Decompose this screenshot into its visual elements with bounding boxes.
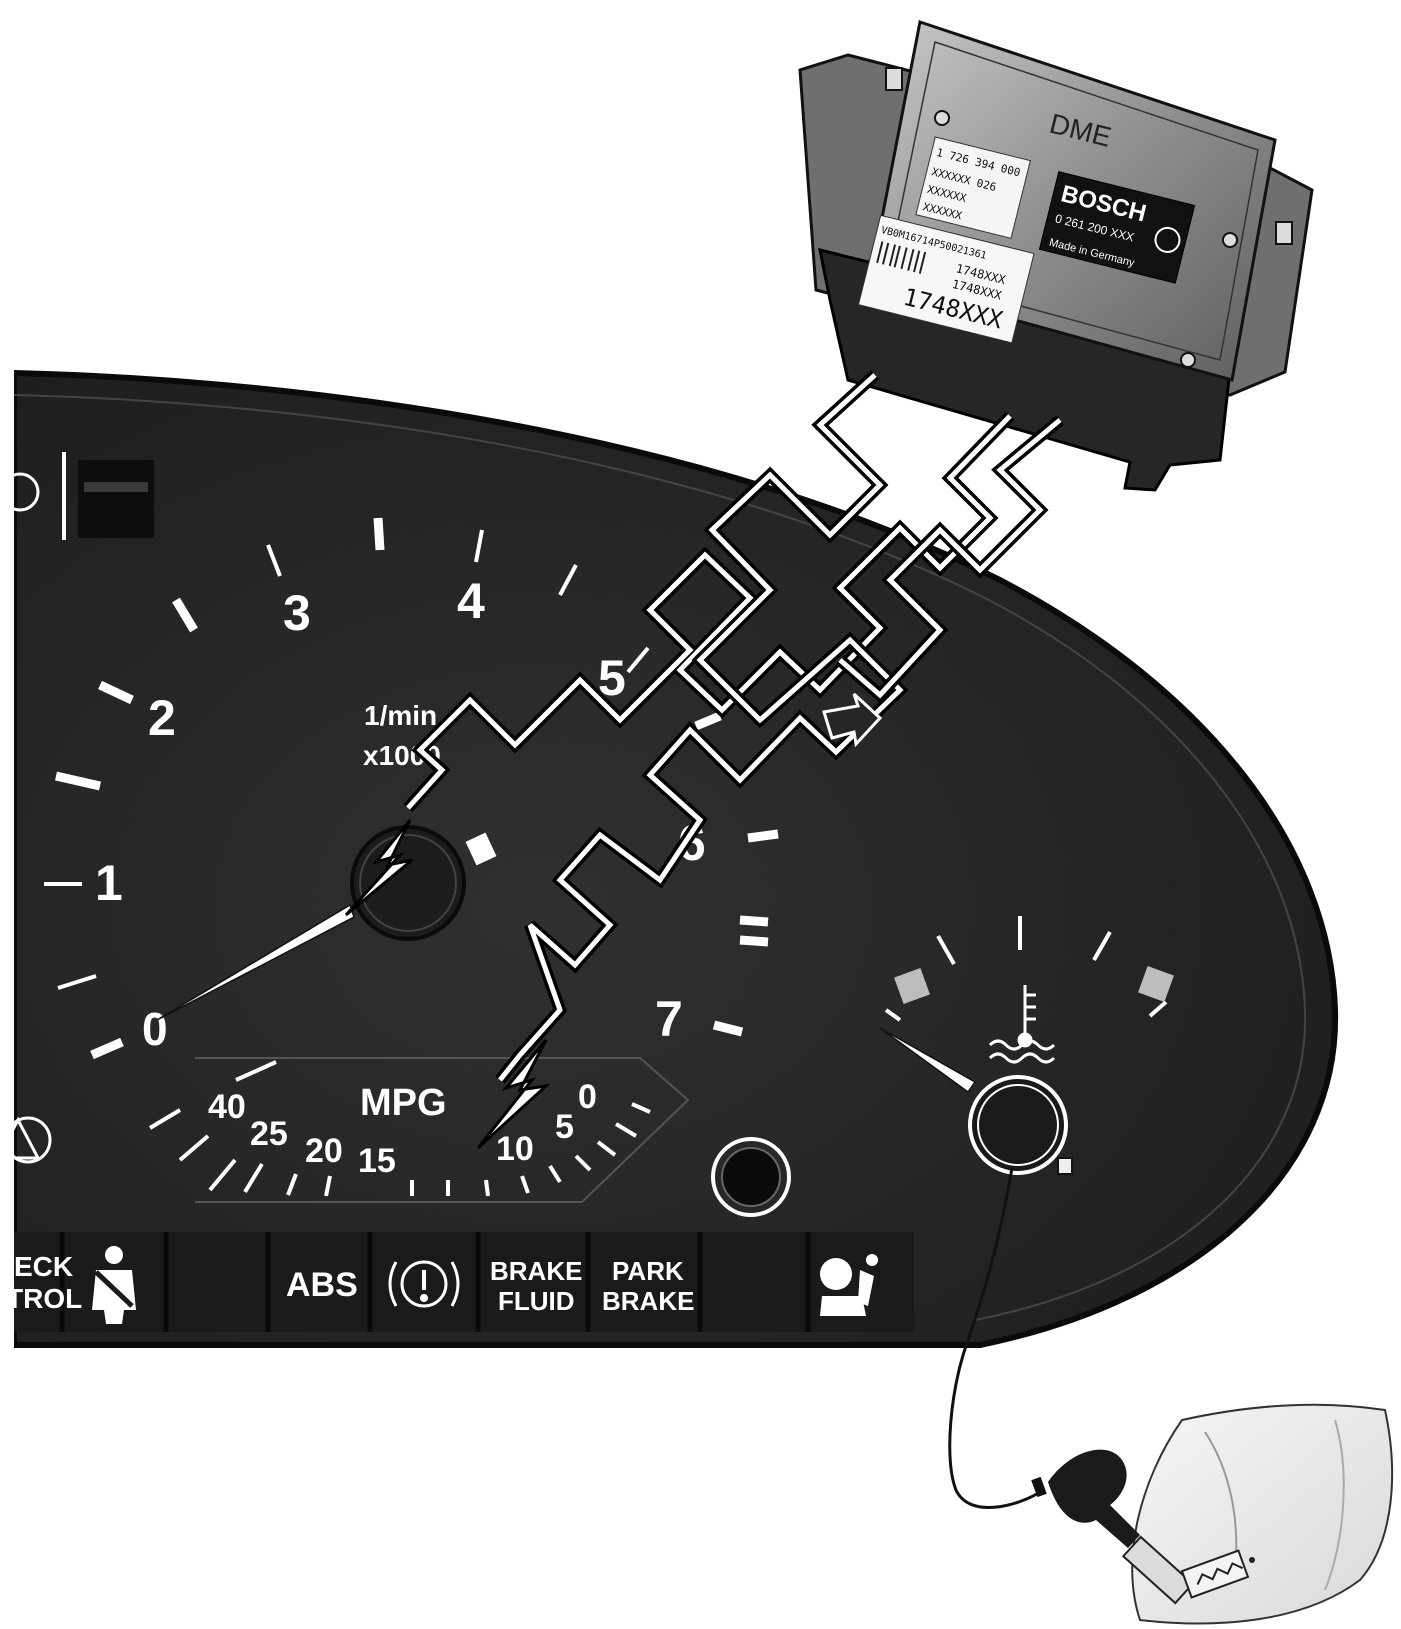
arrow-icon bbox=[822, 692, 883, 748]
sensor-probe bbox=[1121, 1535, 1255, 1605]
park-brake-line-1: PARK bbox=[612, 1256, 684, 1286]
tach-redline-marker bbox=[465, 832, 497, 866]
signal-path-indicator bbox=[836, 415, 1064, 704]
signal-paths bbox=[403, 370, 1064, 1084]
mpg-number-10: 10 bbox=[496, 1130, 534, 1168]
airbag-icon bbox=[820, 1254, 878, 1316]
mpg-number-40: 40 bbox=[208, 1088, 246, 1126]
temp-needle bbox=[879, 1027, 977, 1094]
tach-number-0: 0 bbox=[142, 1003, 168, 1055]
indicator-abs: ABS bbox=[286, 1266, 358, 1304]
sensor-plug bbox=[1048, 1449, 1140, 1548]
brake-fluid-line-2: FLUID bbox=[498, 1286, 575, 1316]
cluster-left-cut bbox=[0, 360, 14, 1360]
dme-flange-tab-right bbox=[1275, 221, 1293, 245]
tach-number-4: 4 bbox=[457, 573, 485, 629]
lightning-bolt-tach bbox=[344, 819, 413, 917]
indicator-panel-bg bbox=[14, 1232, 914, 1332]
indicator-brake-fluid: BRAKE FLUID bbox=[490, 1256, 582, 1316]
warning-triangle-icon bbox=[0, 1116, 52, 1164]
signal-path-mpg bbox=[495, 370, 909, 1084]
lightning-bolt-icon bbox=[344, 819, 551, 1150]
tach-number-2: 2 bbox=[148, 690, 176, 746]
indicator-check-control: ECK TROL bbox=[6, 1251, 82, 1314]
park-brake-line-2: BRAKE bbox=[602, 1286, 694, 1316]
temperature-gauge bbox=[879, 916, 1174, 1175]
left-black-box-bar bbox=[84, 482, 148, 492]
tach-number-3: 3 bbox=[283, 585, 311, 641]
mpg-number-5: 5 bbox=[555, 1108, 574, 1146]
tach-number-1: 1 bbox=[95, 855, 123, 911]
brake-fluid-line-1: BRAKE bbox=[490, 1256, 582, 1286]
dme-part-label: 1 726 394 000 XXXXXX 026 XXXXXX XXXXXX bbox=[915, 136, 1031, 239]
tach-needle-hub bbox=[350, 825, 466, 941]
mpg-number-15: 15 bbox=[358, 1142, 396, 1180]
seatbelt-icon bbox=[92, 1246, 136, 1324]
indicator-panel: ECK TROL ABS BRAKE FLUID PARK BRAKE bbox=[6, 1232, 914, 1332]
dme-flange-tab-left bbox=[885, 67, 903, 91]
tach-unit-label: 1/min bbox=[364, 700, 437, 731]
fuel-tank-bag bbox=[1048, 1403, 1394, 1625]
tach-ticks bbox=[44, 517, 779, 1060]
temp-cold-marker bbox=[894, 968, 930, 1004]
left-round-indicator bbox=[0, 472, 40, 512]
indicator-park-brake: PARK BRAKE bbox=[602, 1256, 694, 1316]
dme-lid-inner bbox=[887, 41, 1259, 361]
bosch-logo-icon bbox=[1154, 226, 1181, 253]
dme-control-unit: DME 1 726 394 000 XXXXXX 026 XXXXXX XXXX… bbox=[798, 20, 1314, 492]
mpg-number-25: 25 bbox=[250, 1115, 288, 1153]
mpg-label: MPG bbox=[360, 1082, 447, 1124]
bosch-badge: BOSCH 0 261 200 XXX Made in Germany bbox=[1038, 170, 1196, 284]
round-indicator-lamp bbox=[711, 1137, 791, 1217]
fuel-bag-fold-2 bbox=[1324, 1419, 1345, 1591]
mpg-number-20: 20 bbox=[305, 1132, 343, 1170]
temp-sensor-connector bbox=[1057, 1157, 1073, 1175]
check-control-line-2: TROL bbox=[6, 1283, 82, 1314]
left-edge-elements bbox=[0, 452, 154, 1164]
abs-label: ABS bbox=[286, 1266, 358, 1304]
temp-needle-hub bbox=[968, 1075, 1068, 1175]
brake-warning-icon bbox=[388, 1260, 460, 1308]
tach-number-7: 7 bbox=[655, 991, 683, 1047]
temp-hot-marker bbox=[1138, 966, 1174, 1002]
temp-gauge-ticks bbox=[884, 916, 1168, 1022]
cluster-inner-rim bbox=[13, 394, 1307, 1321]
mpg-gauge-outline bbox=[195, 1057, 690, 1203]
temperature-sensor-cable bbox=[948, 1167, 1047, 1509]
dme-barcode-label: VB0M16714P50021361 1748XXX 1748XXX 1748X… bbox=[857, 214, 1035, 344]
left-black-box bbox=[78, 460, 154, 538]
mpg-ticks bbox=[148, 1060, 651, 1197]
tach-needle-hub-ring bbox=[359, 834, 457, 932]
check-control-line-1: ECK bbox=[14, 1251, 73, 1282]
mpg-gauge: 40 25 20 15 10 5 0 MPG bbox=[148, 1057, 690, 1203]
mpg-number-0: 0 bbox=[578, 1078, 597, 1116]
lightning-bolt-mpg bbox=[476, 1039, 551, 1150]
temp-needle-hub-inner bbox=[977, 1084, 1059, 1166]
thermometer-icon bbox=[988, 985, 1056, 1064]
